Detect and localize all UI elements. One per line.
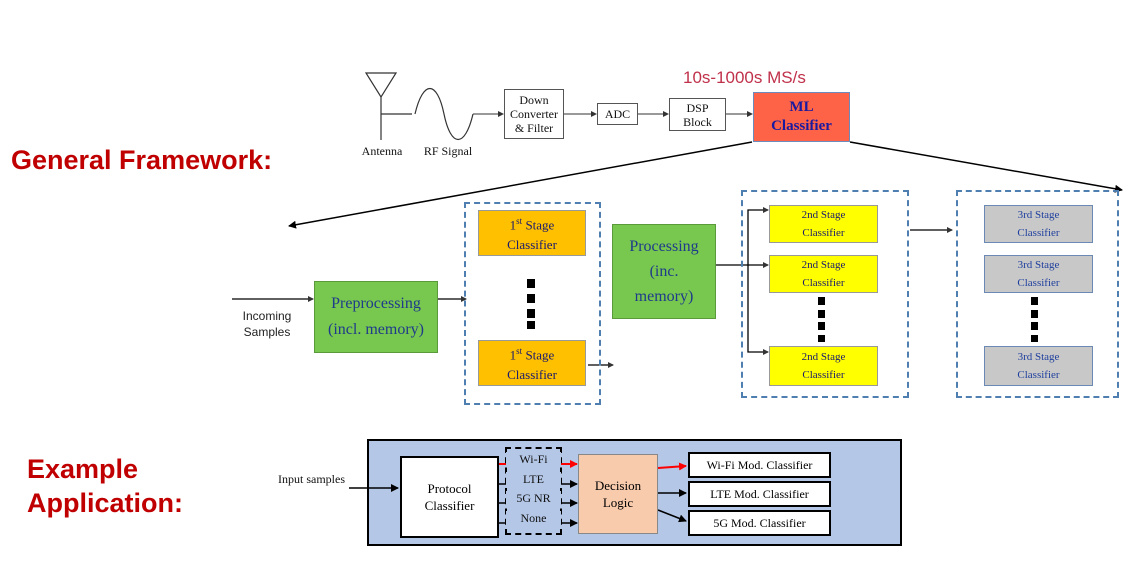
sample-rate-label: 10s-1000s MS/s bbox=[683, 68, 806, 87]
antenna-label: Antenna bbox=[361, 144, 403, 158]
ellipsis-stage3 bbox=[1031, 297, 1038, 342]
protocol-label-wifi: Wi-Fi bbox=[506, 452, 561, 467]
lte-mod-classifier-block: LTE Mod. Classifier bbox=[688, 481, 831, 507]
preprocessing-block: Preprocessing (incl. memory) bbox=[314, 281, 438, 353]
incoming-samples-label: Incoming Samples bbox=[242, 309, 292, 339]
antenna-icon bbox=[364, 72, 412, 140]
rf-wave-icon bbox=[414, 87, 474, 141]
5g-mod-classifier-block: 5G Mod. Classifier bbox=[688, 510, 831, 536]
input-samples-label: Input samples bbox=[278, 472, 345, 486]
general-framework-heading: General Framework: bbox=[11, 145, 273, 175]
stage1-group bbox=[464, 202, 601, 405]
protocol-label-lte: LTE bbox=[506, 472, 561, 487]
adc-block: ADC bbox=[597, 103, 638, 125]
protocol-label-5gnr: 5G NR bbox=[506, 491, 561, 506]
stage2-group bbox=[741, 190, 909, 398]
processing-block: Processing (inc. memory) bbox=[612, 224, 716, 319]
protocol-label-none: None bbox=[506, 511, 561, 526]
rf-signal-label: RF Signal bbox=[423, 144, 473, 158]
example-heading-line2: Application: bbox=[27, 488, 183, 518]
wifi-mod-classifier-block: Wi-Fi Mod. Classifier bbox=[688, 452, 831, 478]
ellipsis-stage1 bbox=[527, 279, 535, 329]
ellipsis-stage2 bbox=[818, 297, 825, 342]
dsp-block: DSP Block bbox=[669, 98, 726, 131]
example-heading-line1: Example bbox=[27, 454, 139, 484]
stage1-classifier-bottom: 1st Stage Classifier bbox=[478, 340, 586, 386]
down-converter-block: Down Converter & Filter bbox=[504, 89, 564, 139]
stage1-classifier-top: 1st Stage Classifier bbox=[478, 210, 586, 256]
decision-logic-block: Decision Logic bbox=[578, 454, 658, 534]
protocol-classifier-block: Protocol Classifier bbox=[400, 456, 499, 538]
ml-classifier-block: ML Classifier bbox=[753, 92, 850, 142]
stage3-group bbox=[956, 190, 1119, 398]
